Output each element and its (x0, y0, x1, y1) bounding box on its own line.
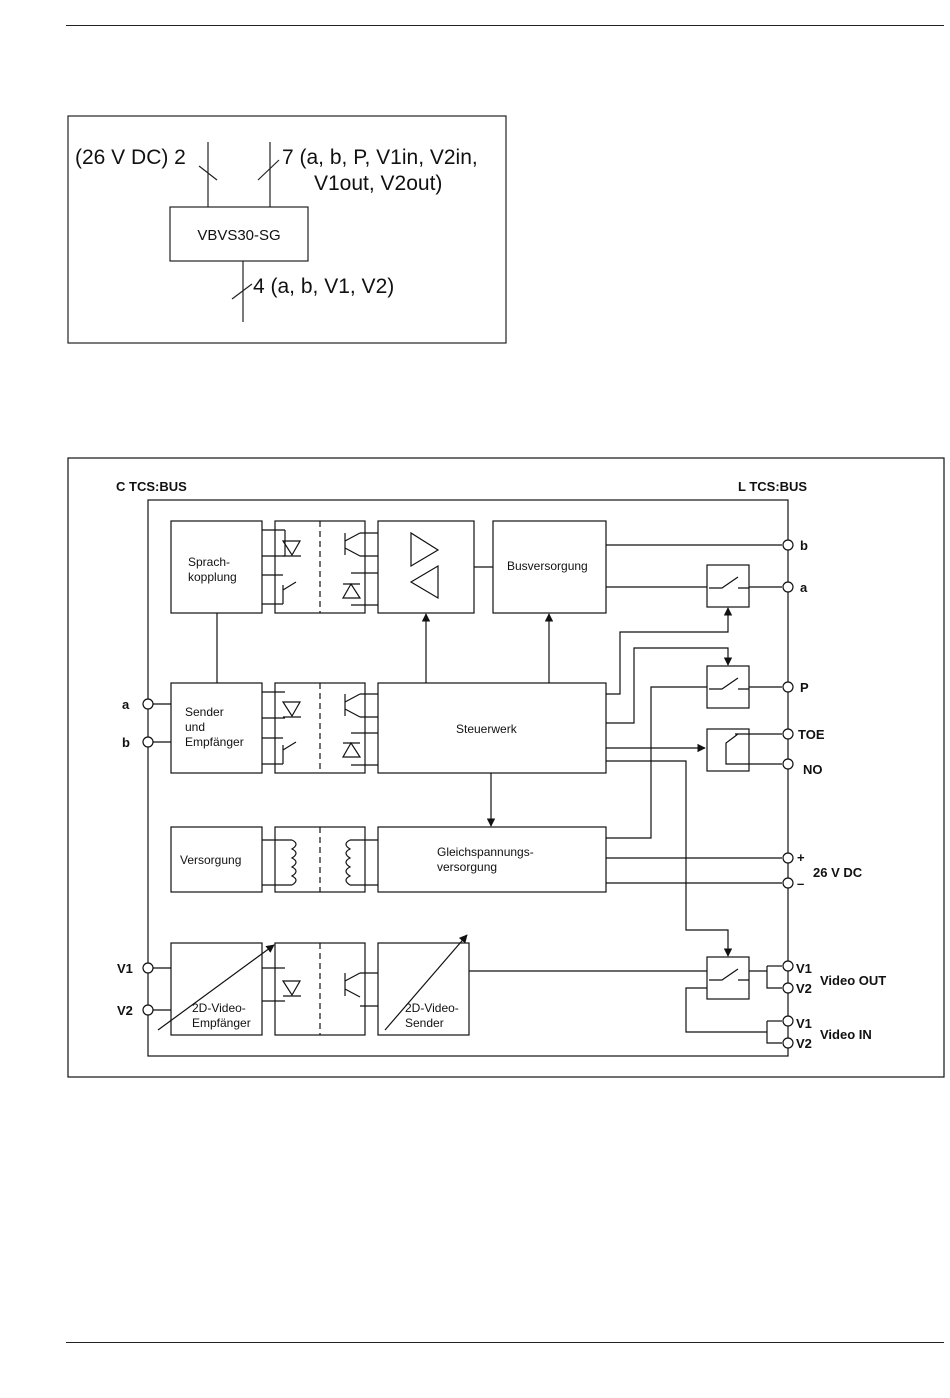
sprach-label-1: Sprach- (188, 555, 230, 569)
amp-reverse (409, 564, 439, 600)
term-left-v1: V1 (117, 961, 133, 976)
gleich-label-1: Gleichspannungs- (437, 845, 534, 859)
wire-left-slash (198, 165, 218, 181)
steuerwerk-label: Steuerwerk (456, 722, 518, 736)
device-box (169, 206, 309, 262)
device-label: VBVS30-SG (197, 227, 280, 244)
term-right-b: b (800, 538, 808, 553)
wiring-left-label: (26 V DC) 2 (75, 146, 186, 169)
wiring-diagram (67, 115, 507, 344)
gleich-label-2: versorgung (437, 860, 497, 874)
switch-a (706, 564, 750, 608)
wire-right-slash (257, 159, 280, 181)
term-right-no: NO (803, 762, 823, 777)
amplifier-block (377, 520, 475, 614)
switch-video-contact (709, 968, 749, 981)
header-left: C TCS:BUS (116, 479, 187, 494)
block-diagram (67, 457, 945, 1078)
wiring-bottom-label: 4 (a, b, V1, V2) (253, 275, 394, 298)
term-right-plus: + (797, 850, 805, 865)
term-right-a: a (800, 580, 808, 595)
sender-label-3: Empfänger (185, 735, 244, 749)
term-right-vo2: V2 (796, 981, 812, 996)
sprach-label-2: kopplung (188, 570, 237, 584)
term-right-video-in: Video IN (820, 1027, 872, 1042)
term-left-a: a (122, 697, 130, 712)
relay-contact (725, 733, 749, 765)
header-right: L TCS:BUS (738, 479, 807, 494)
switch-video (706, 956, 750, 1000)
wiring-right-label-2: V1out, V2out) (314, 172, 442, 195)
top-rule (66, 25, 944, 26)
term-left-v2: V2 (117, 1003, 133, 1018)
wire-bottom-slash (231, 283, 253, 300)
term-right-vo1: V1 (796, 961, 812, 976)
empf-label-1: 2D-Video- (192, 1001, 246, 1015)
term-right-video-out: Video OUT (820, 973, 886, 988)
bottom-rule (66, 1342, 944, 1343)
steuerwerk-block (377, 682, 607, 774)
term-left-b: b (122, 735, 130, 750)
switch-p-contact (709, 677, 749, 690)
sender-label-2: und (185, 720, 205, 734)
term-right-dc: 26 V DC (813, 865, 863, 880)
versorgung-block (170, 826, 263, 893)
term-right-toe: TOE (798, 727, 825, 742)
relay-toe (706, 728, 750, 772)
empf-label-2: Empfänger (192, 1016, 251, 1030)
coil-right (345, 839, 352, 886)
switch-a-contact (709, 576, 749, 589)
send-label-1: 2D-Video- (405, 1001, 459, 1015)
sender-label-1: Sender (185, 705, 224, 719)
term-right-vi1: V1 (796, 1016, 812, 1031)
term-right-vi2: V2 (796, 1036, 812, 1051)
device-outline (147, 499, 789, 1057)
video-empfaenger-block (170, 942, 263, 1036)
amp-forward (410, 531, 440, 568)
send-label-2: Sender (405, 1016, 444, 1030)
term-right-minus: – (797, 876, 804, 891)
coil-left (290, 839, 297, 886)
video-sender-block (377, 942, 470, 1036)
wiring-right-label-1: 7 (a, b, P, V1in, V2in, (282, 146, 478, 169)
gleichspannung-block (377, 826, 607, 893)
wiring-frame (67, 115, 507, 344)
block-frame (67, 457, 945, 1078)
switch-p (706, 665, 750, 709)
bus-label: Busversorgung (507, 559, 588, 573)
term-right-p: P (800, 680, 809, 695)
terminal-circles (142, 539, 794, 1049)
versorgung-label: Versorgung (180, 853, 241, 867)
